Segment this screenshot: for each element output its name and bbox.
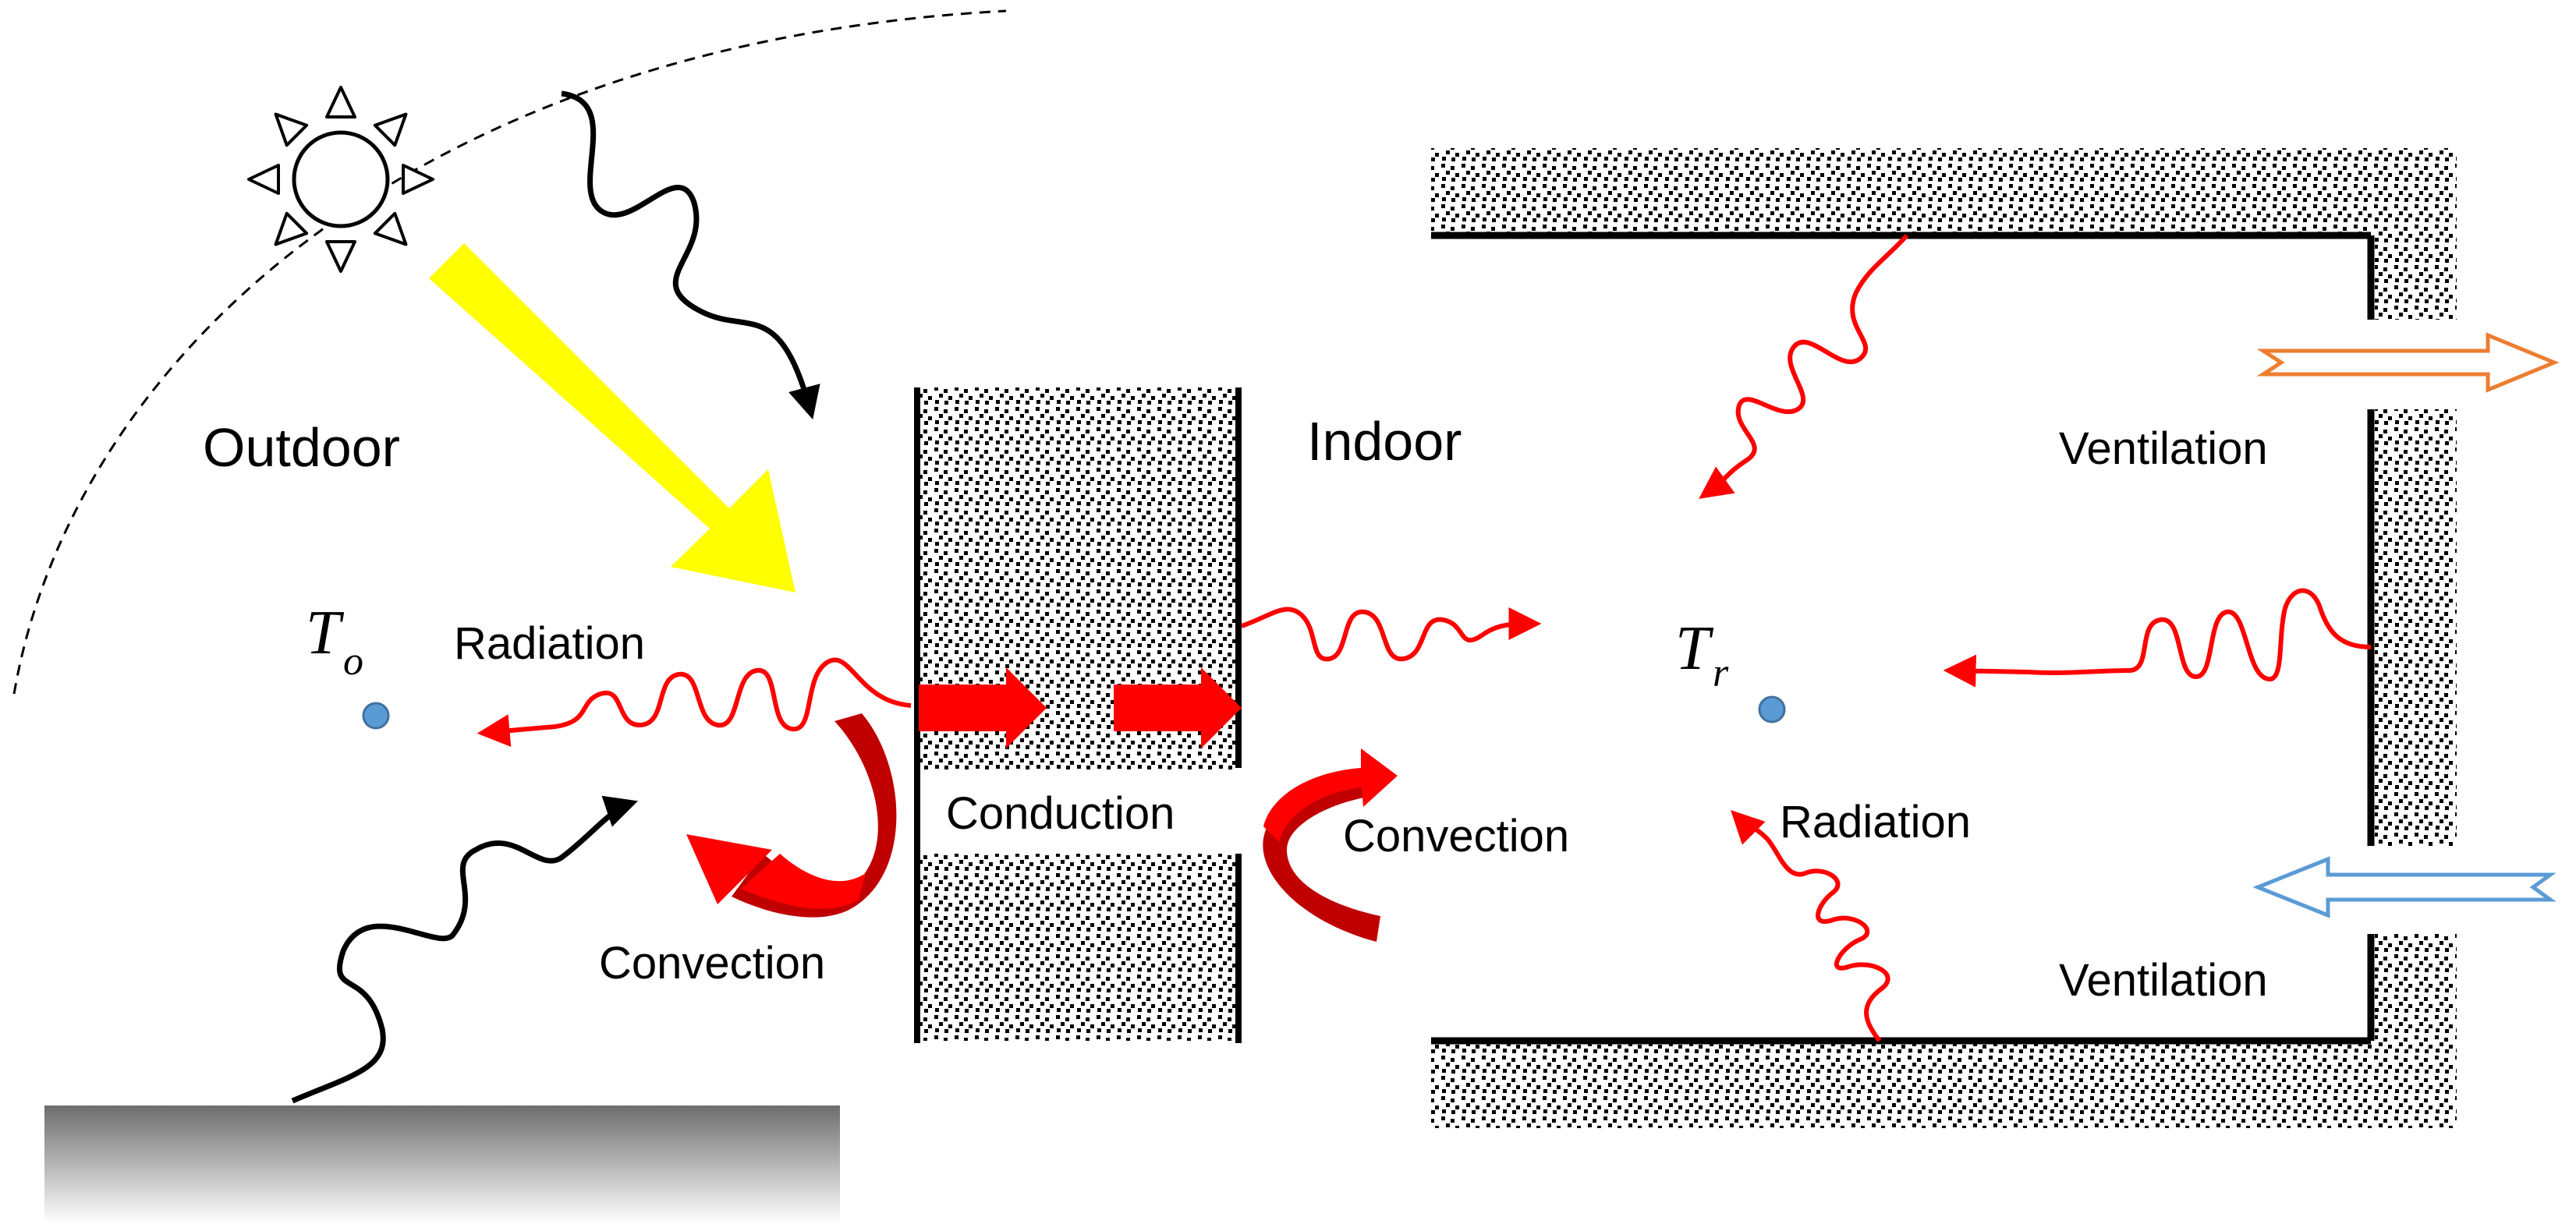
outdoor-label: Outdoor xyxy=(203,417,400,478)
indoor-convection-arrow xyxy=(1263,748,1398,942)
ventilation-top-label: Ventilation xyxy=(2059,423,2268,474)
svg-text:r: r xyxy=(1713,651,1729,695)
indoor-radiation-label: Radiation xyxy=(1780,797,1971,847)
room-temperature-label: T r xyxy=(1675,614,1729,695)
hollow-arrow-right xyxy=(2256,332,2560,393)
outdoor-radiation-arrow xyxy=(477,657,912,747)
ground-longwave-arrow xyxy=(291,795,638,1104)
ventilation-bottom-label: Ventilation xyxy=(2059,955,2268,1006)
svg-text:T: T xyxy=(306,599,345,667)
ground-surface xyxy=(44,1105,840,1224)
outdoor-temperature-label: T o xyxy=(306,599,363,684)
indoor-label: Indoor xyxy=(1307,411,1462,472)
outdoor-radiation-label: Radiation xyxy=(454,618,645,669)
conduction-label: Conduction xyxy=(946,788,1175,839)
sun-icon xyxy=(247,86,434,273)
conduction-label-band xyxy=(920,772,1236,851)
svg-text:T: T xyxy=(1675,614,1714,683)
outdoor-convection-arrow xyxy=(686,713,897,918)
floor-radiation-arrow xyxy=(1731,810,1890,1042)
room-temperature-node xyxy=(1758,695,1786,723)
room-enclosure xyxy=(1431,148,2457,1128)
indoor-convection-label: Convection xyxy=(1343,811,1569,861)
indoor-wall-radiation-arrow xyxy=(1241,607,1542,662)
outdoor-temperature-node xyxy=(362,702,390,730)
ceiling-radiation-arrow xyxy=(1699,234,1909,499)
sky-dome-arc xyxy=(12,9,1007,695)
sky-longwave-arrow xyxy=(561,90,820,420)
conduction-arrow-1 xyxy=(919,667,1047,748)
hollow-arrow-left xyxy=(2252,856,2557,918)
solar-beam-arrow xyxy=(429,243,795,593)
conduction-arrow-2 xyxy=(1114,667,1242,748)
outdoor-convection-label: Convection xyxy=(599,938,825,989)
svg-text:o: o xyxy=(343,639,363,684)
right-wall-radiation-arrow xyxy=(1943,588,2372,688)
